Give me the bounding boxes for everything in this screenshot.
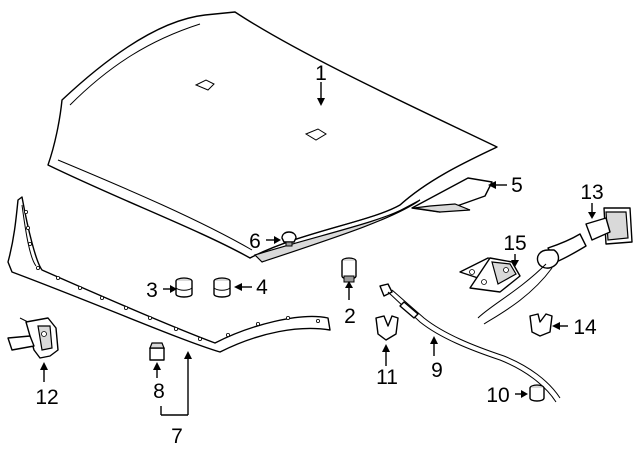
callout-6: 6 [249, 230, 261, 253]
clip-14 [529, 313, 553, 337]
grommet-10 [529, 384, 545, 402]
callout-1: 1 [315, 62, 327, 85]
hood-panel [47, 11, 498, 263]
hood-bumper-8 [149, 342, 165, 361]
hood-bumper-4 [213, 277, 231, 298]
callout-8: 8 [153, 380, 165, 403]
callout-labels: 1 2 3 4 5 6 7 8 9 10 11 12 13 14 15 [35, 62, 603, 448]
callout-13: 13 [580, 181, 603, 204]
callout-14: 14 [573, 316, 597, 339]
hood-seal [7, 196, 331, 353]
hood-insulator-bracket [411, 177, 493, 213]
callout-3: 3 [146, 279, 158, 302]
callout-15: 15 [503, 232, 526, 255]
hood-prop-rod [379, 283, 561, 403]
hood-hinge-15 [459, 257, 521, 293]
hood-stop-2 [341, 257, 357, 283]
leader-lines [40, 82, 596, 416]
callout-7: 7 [171, 425, 183, 448]
callout-12: 12 [35, 386, 58, 409]
prop-rod-clip [375, 315, 399, 341]
callout-2: 2 [344, 305, 356, 328]
callout-5: 5 [511, 174, 523, 197]
hood-latch [7, 317, 59, 359]
hood-support-strut [477, 207, 633, 325]
hood-bumper-3 [175, 277, 193, 298]
clip-6 [281, 231, 297, 247]
callout-10: 10 [486, 384, 509, 407]
callout-9: 9 [431, 359, 443, 382]
callout-4: 4 [256, 276, 268, 299]
callout-11: 11 [376, 366, 398, 389]
